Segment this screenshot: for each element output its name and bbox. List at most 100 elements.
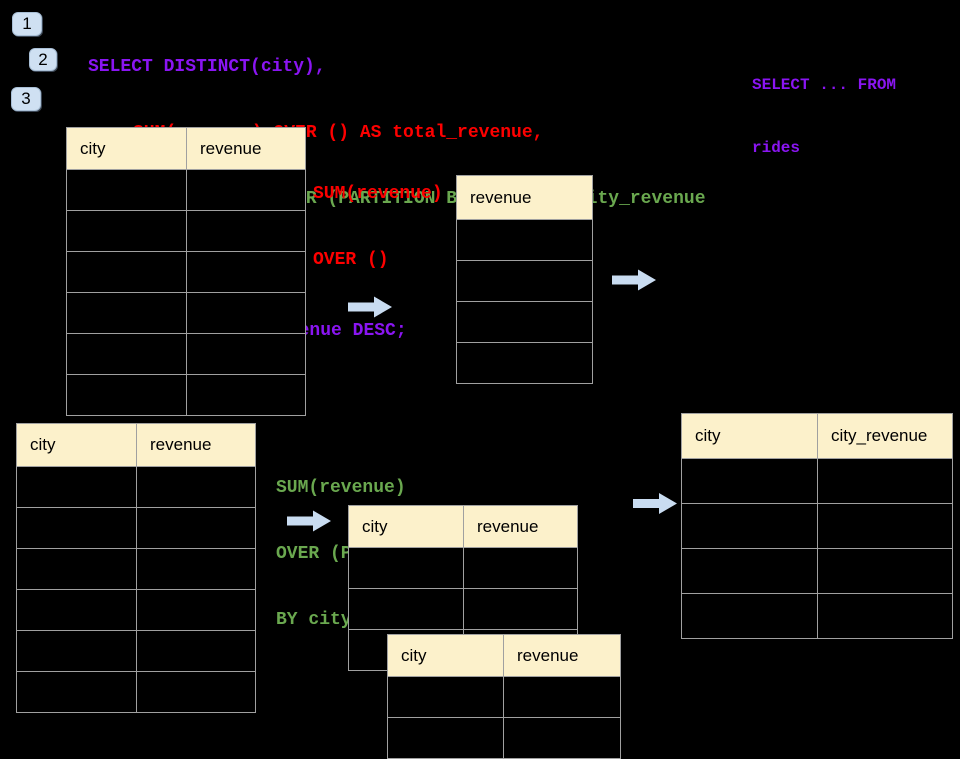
table-cell-empty xyxy=(818,593,952,638)
table-total-revenue-result: revenue xyxy=(456,175,593,384)
table-cell-empty xyxy=(818,458,952,503)
table-row xyxy=(67,251,305,292)
table-cell-empty xyxy=(388,676,504,717)
table-cell-empty xyxy=(67,169,187,210)
table-row xyxy=(17,630,255,671)
table-header-cell: city xyxy=(17,424,137,466)
step-badge-1: 1 xyxy=(12,12,42,36)
table-cell-empty xyxy=(187,210,305,251)
table-row xyxy=(349,547,577,588)
table-header-cell: revenue xyxy=(137,424,255,466)
table-cell-empty xyxy=(137,507,255,548)
sql-line-select: SELECT DISTINCT(city), xyxy=(88,57,326,77)
table-cell-empty xyxy=(187,292,305,333)
step-badge-3: 3 xyxy=(11,87,41,111)
table-header-cell: city_revenue xyxy=(818,414,952,458)
table-cell-empty xyxy=(17,589,137,630)
table-row xyxy=(17,589,255,630)
step-badge-2: 2 xyxy=(29,48,57,71)
table-cell-empty xyxy=(67,292,187,333)
table-cell-empty xyxy=(818,503,952,548)
annotation-total-line-2: OVER () xyxy=(313,250,389,270)
table-cell-empty xyxy=(504,676,620,717)
table-cell-empty xyxy=(137,630,255,671)
table-row xyxy=(67,169,305,210)
table-cell-empty xyxy=(17,466,137,507)
table-row xyxy=(17,507,255,548)
table-row xyxy=(457,219,592,260)
side-note-line-2: rides xyxy=(752,139,801,157)
table-cell-empty xyxy=(137,548,255,589)
table-row xyxy=(682,593,952,638)
table-cell-empty xyxy=(67,251,187,292)
table-header-cell: city xyxy=(67,128,187,169)
flow-arrow-total-out-icon xyxy=(612,269,656,291)
table-cell-empty xyxy=(682,458,818,503)
table-cell-empty xyxy=(388,717,504,758)
flow-arrow-source-to-partition-icon xyxy=(287,510,331,532)
table-cell-empty xyxy=(137,671,255,712)
table-cell-empty xyxy=(464,588,577,629)
table-row xyxy=(457,260,592,301)
table-cell-empty xyxy=(682,548,818,593)
table-row xyxy=(17,548,255,589)
side-note-select-from-rides: SELECT ... FROM rides xyxy=(752,33,896,180)
flow-arrow-partition-to-result-icon xyxy=(633,493,677,514)
table-cell-empty xyxy=(349,547,464,588)
table-cell-empty xyxy=(187,333,305,374)
table-cell-empty xyxy=(457,260,592,301)
table-row xyxy=(682,548,952,593)
table-cell-empty xyxy=(67,210,187,251)
table-cell-empty xyxy=(682,503,818,548)
table-cell-empty xyxy=(457,219,592,260)
side-note-line-1: SELECT ... FROM xyxy=(752,76,897,94)
table-cell-empty xyxy=(137,589,255,630)
table-header-row: revenue xyxy=(457,176,592,219)
table-cell-empty xyxy=(17,671,137,712)
table-cell-empty xyxy=(464,629,577,670)
table-header-cell: revenue xyxy=(187,128,305,169)
table-header-cell: revenue xyxy=(457,176,592,219)
table-cell-empty xyxy=(17,630,137,671)
table-row xyxy=(682,503,952,548)
table-cell-empty xyxy=(457,301,592,342)
table-cell-empty xyxy=(818,548,952,593)
flow-arrow-source-to-total-icon xyxy=(348,296,392,318)
table-cell-empty xyxy=(137,466,255,507)
table-cell-empty xyxy=(67,374,187,415)
table-header-cell: city xyxy=(388,635,504,676)
table-row xyxy=(67,374,305,415)
slide-canvas: { "canvas": {"width": 960, "height": 720… xyxy=(11,12,953,759)
table-row xyxy=(682,458,952,503)
table-row xyxy=(388,676,620,717)
table-row xyxy=(17,466,255,507)
table-row xyxy=(457,342,592,383)
table-header-cell: revenue xyxy=(464,506,577,547)
table-header-cell: city xyxy=(682,414,818,458)
table-cell-empty xyxy=(187,169,305,210)
table-cell-empty xyxy=(464,547,577,588)
table-row xyxy=(349,588,577,629)
table-cell-empty xyxy=(187,374,305,415)
table-row xyxy=(67,292,305,333)
table-row xyxy=(457,301,592,342)
table-row xyxy=(17,671,255,712)
table-cell-empty xyxy=(187,251,305,292)
table-cell-empty xyxy=(17,548,137,589)
annotation-total-line-1: SUM(revenue) xyxy=(313,184,443,204)
table-row xyxy=(67,333,305,374)
table-header-cell: revenue xyxy=(504,635,620,676)
table-cell-empty xyxy=(17,507,137,548)
table-cell-empty xyxy=(682,593,818,638)
annotation-partition-line-1: SUM(revenue) xyxy=(276,478,406,498)
table-cell-empty xyxy=(457,342,592,383)
table-cell-empty xyxy=(349,588,464,629)
